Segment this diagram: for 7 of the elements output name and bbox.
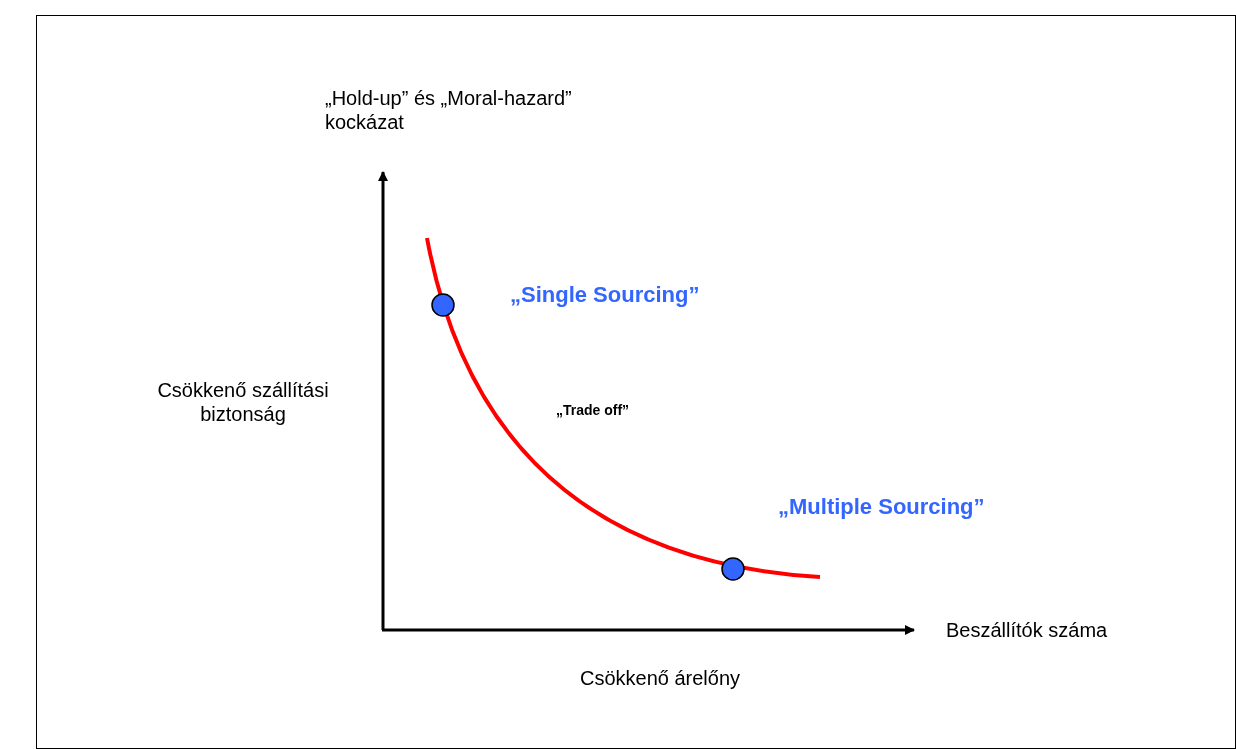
axis-title: Beszállítók száma <box>946 618 1108 642</box>
axis-title: Csökkenő szállítási biztonság <box>156 378 330 426</box>
curve-label: „Trade off” <box>556 401 630 419</box>
axis-title: Csökkenő árelőny <box>578 666 742 690</box>
point-label: „Single Sourcing” <box>510 282 700 308</box>
axis-title: „Hold-up” és „Moral-hazard” kockázat <box>325 86 573 134</box>
point-label: „Multiple Sourcing” <box>778 494 985 520</box>
